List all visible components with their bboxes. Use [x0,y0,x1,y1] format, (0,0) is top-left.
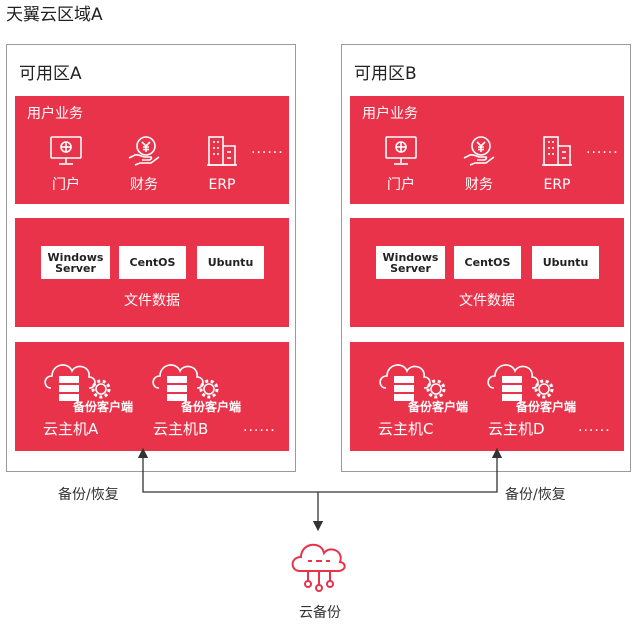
os-panel: Windows Server CentOS Ubuntu 文件数据 [350,218,624,327]
os-box-windows: Windows Server [41,246,110,279]
host-label: 云主机A [43,420,99,438]
business-item-label: 财务 [465,177,493,193]
file-data-label: 文件数据 [459,293,515,309]
os-box-centos: CentOS [119,246,186,279]
os-panel: Windows Server CentOS Ubuntu 文件数据 [15,218,289,327]
backup-agent-label: 备份客户端 [181,400,242,414]
zone-a: 可用区A 用户业务 门户 财务 ERP ······ Windows Serve… [6,44,296,472]
file-data-label: 文件数据 [124,293,180,309]
more-dots: ······ [243,423,276,439]
cloud-server-icon [152,364,219,401]
business-item-label: 门户 [52,177,80,193]
finance-icon [463,136,495,166]
portal-icon [50,136,82,165]
host-label: 云主机C [378,420,434,438]
host-label: 云主机B [153,420,209,438]
cloud-server-icon [44,364,111,401]
cloud-backup-icon [291,543,346,592]
finance-icon [128,136,160,166]
building-icon [542,136,572,166]
hosts-panel: 备份客户端 云主机A 备份客户端 云主机B ······ [15,342,289,451]
backup-agent-label: 备份客户端 [516,400,577,414]
link-line-right [318,447,503,493]
more-dots: ······ [251,145,284,161]
zone-title: 可用区A [19,64,82,84]
os-box-centos: CentOS [454,246,521,279]
backup-agent-label: 备份客户端 [408,400,469,414]
business-label: 用户业务 [362,106,418,122]
zone-b: 可用区B 用户业务 门户 财务 ERP ······ Windows Serve… [341,44,631,472]
business-label: 用户业务 [27,106,83,122]
zone-title: 可用区B [354,64,417,84]
cloud-backup-label: 云备份 [299,605,341,621]
business-item-label: 门户 [387,177,415,193]
business-panel: 用户业务 门户 财务 ERP ······ [350,96,624,204]
os-box-ubuntu: Ubuntu [197,246,264,279]
region-title: 天翼云区域A [6,5,103,25]
os-box-ubuntu: Ubuntu [532,246,599,279]
backup-agent-label: 备份客户端 [73,400,134,414]
os-box-windows: Windows Server [376,246,445,279]
backup-restore-label-right: 备份/恢复 [505,487,566,503]
hosts-panel: 备份客户端 云主机C 备份客户端 云主机D ······ [350,342,624,451]
portal-icon [385,136,417,165]
more-dots: ······ [586,145,619,161]
cloud-server-icon [487,364,554,401]
business-item-label: ERP [543,177,571,193]
business-item-label: 财务 [130,177,158,193]
link-line-left [137,447,318,493]
business-panel: 用户业务 门户 财务 ERP ······ [15,96,289,204]
cloud-server-icon [379,364,446,401]
backup-restore-label-left: 备份/恢复 [58,487,119,503]
more-dots: ······ [578,423,611,439]
building-icon [207,136,237,166]
business-item-label: ERP [208,177,236,193]
host-label: 云主机D [488,420,545,438]
